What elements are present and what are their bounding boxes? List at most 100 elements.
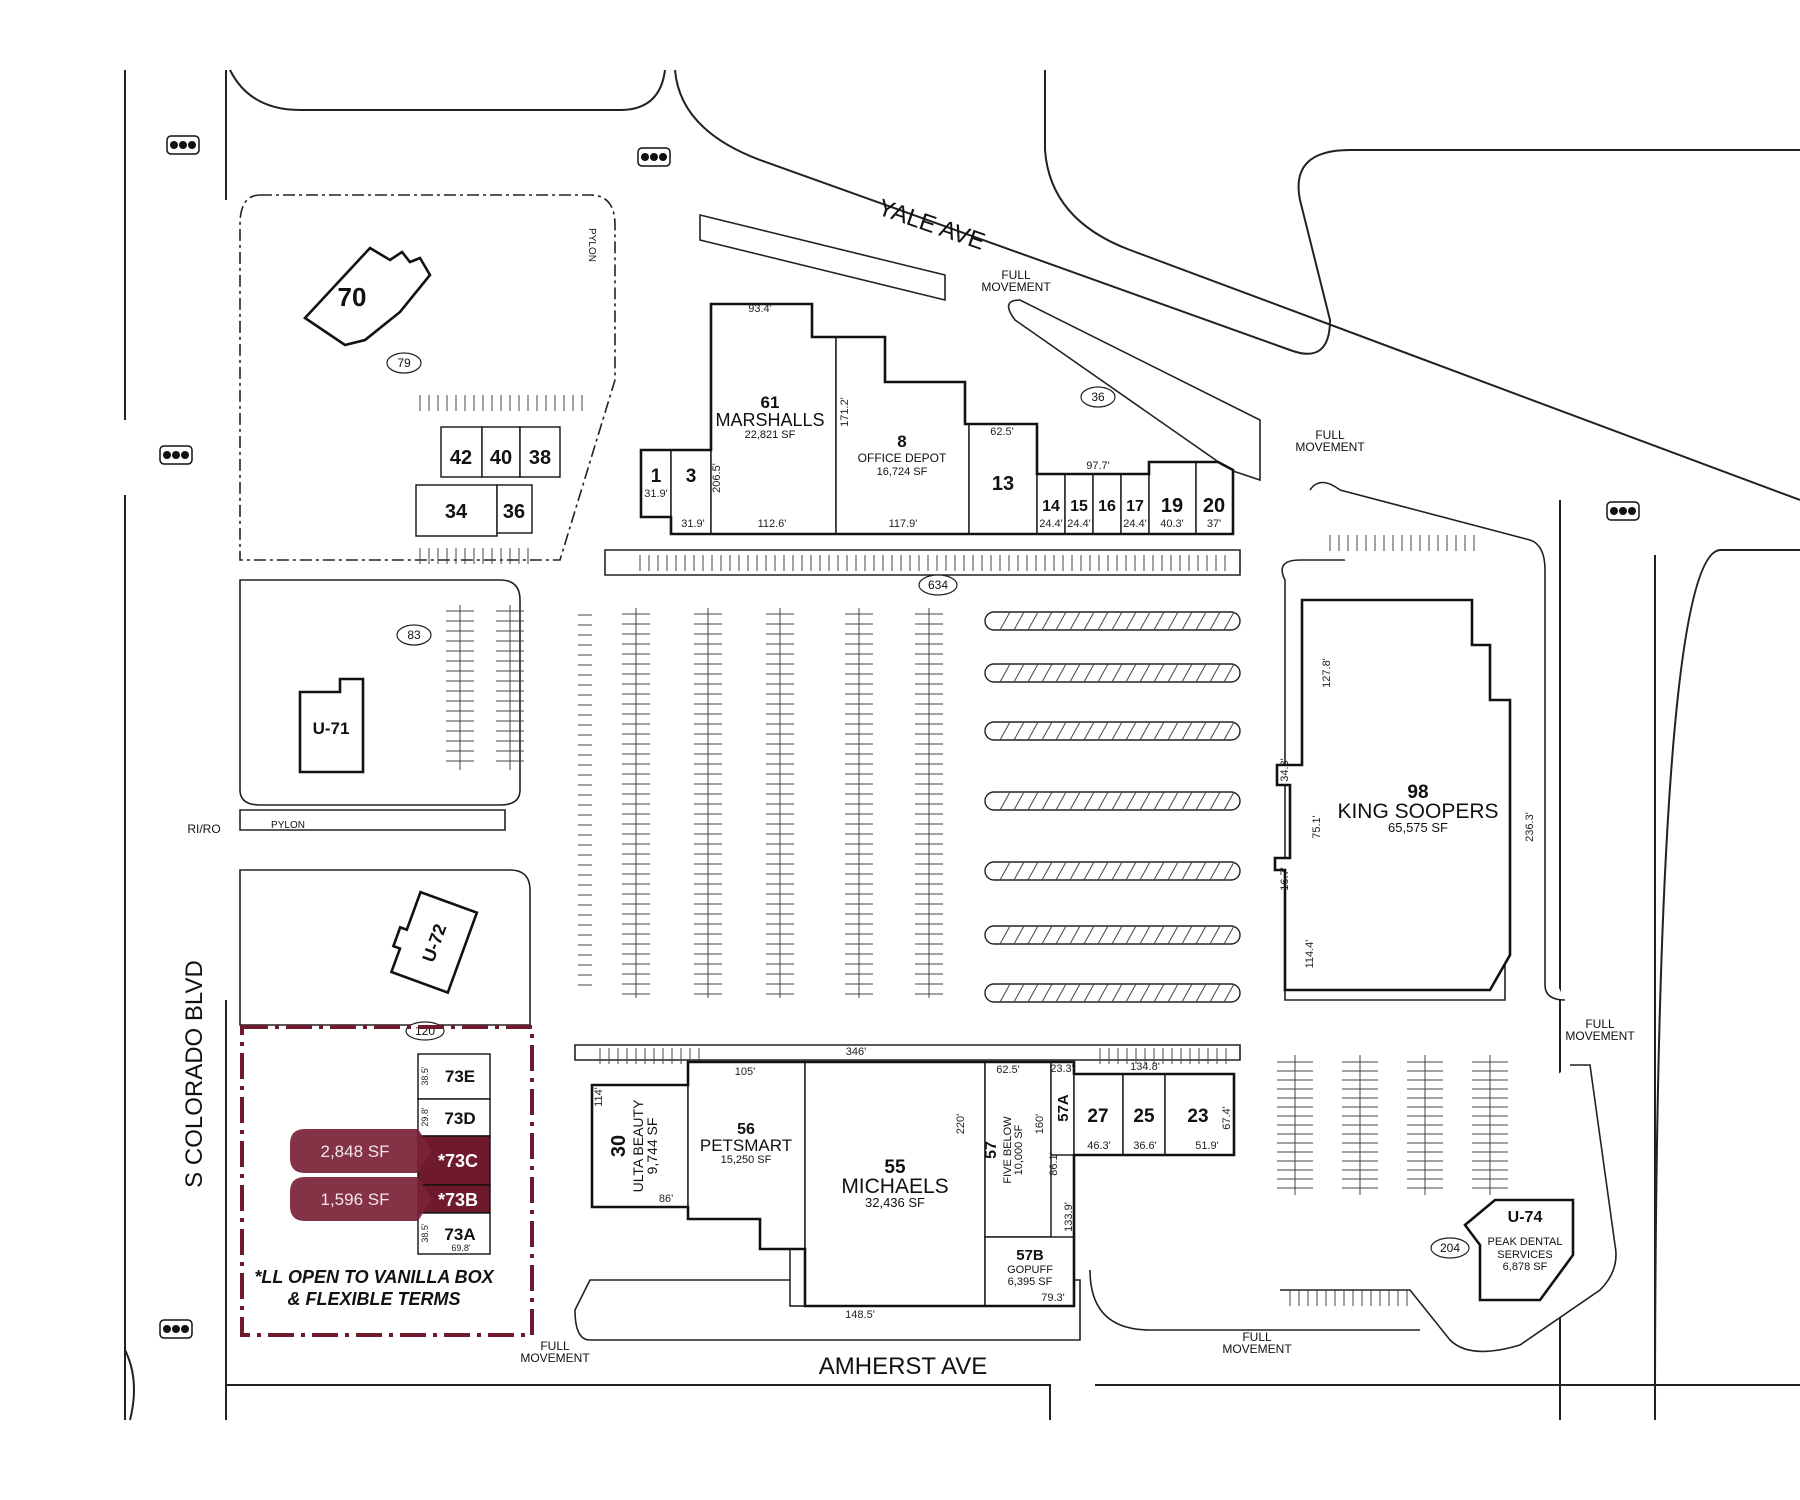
- svg-text:13: 13: [992, 473, 1014, 495]
- unit-73a[interactable]: [417, 1212, 491, 1255]
- unit-73d[interactable]: [417, 1098, 491, 1137]
- traffic-signal-icon: [1606, 501, 1640, 521]
- parking-stall-line: [1027, 925, 1039, 945]
- svg-text:MOVEMENT: MOVEMENT: [1565, 1029, 1635, 1043]
- parking-stall-line: [1167, 721, 1179, 741]
- svg-text:OFFICE DEPOT: OFFICE DEPOT: [858, 451, 947, 465]
- svg-text:15: 15: [1070, 498, 1088, 515]
- traffic-signal-lamp: [179, 141, 187, 149]
- parking-stall-line: [1153, 721, 1165, 741]
- parking-count-ovals: 79 36 634 83 120 204: [386, 352, 1470, 1259]
- parking-stall-line: [1167, 663, 1179, 683]
- parking-stall-line: [1139, 983, 1151, 1003]
- parking-stall-line: [1041, 983, 1053, 1003]
- parking-stall-line: [1223, 721, 1235, 741]
- parking-stall-line: [1125, 721, 1137, 741]
- traffic-signal-lamp: [172, 451, 180, 459]
- parking-stall-line: [1195, 721, 1207, 741]
- svg-text:56: 56: [737, 1121, 755, 1138]
- traffic-signal-lamp: [172, 1325, 180, 1333]
- parking-stall-line: [1125, 791, 1137, 811]
- svg-text:40.3': 40.3': [1160, 518, 1184, 530]
- parking-stall-line: [1069, 861, 1081, 881]
- unit-73c-label: *73C: [438, 1151, 478, 1171]
- svg-text:134.8': 134.8': [1130, 1061, 1160, 1073]
- svg-text:PEAK DENTAL: PEAK DENTAL: [1488, 1236, 1563, 1248]
- svg-text:FULL: FULL: [1001, 268, 1031, 282]
- svg-text:86': 86': [659, 1193, 673, 1205]
- svg-text:204: 204: [1440, 1241, 1460, 1255]
- svg-text:22,821 SF: 22,821 SF: [745, 429, 796, 441]
- parking-stall-line: [1041, 721, 1053, 741]
- parking-stall-line: [1153, 663, 1165, 683]
- unit-73b-label: *73B: [438, 1190, 478, 1210]
- building-dimensions: 93.4' 171.2' 206.5' 31.9' 31.9' 112.6' 1…: [420, 303, 1536, 1321]
- svg-text:24.4': 24.4': [1123, 518, 1147, 530]
- north-strip-center: 1 3 61 MARSHALLS 22,821 SF 8 OFFICE DEPO…: [639, 302, 1235, 536]
- svg-text:61: 61: [761, 393, 780, 412]
- parking-stall-line: [1223, 861, 1235, 881]
- svg-text:79.3': 79.3': [1041, 1292, 1065, 1304]
- available-callout-73c[interactable]: 2,848 SF: [290, 1129, 432, 1173]
- svg-text:38.5': 38.5': [420, 1223, 430, 1243]
- svg-text:112.6': 112.6': [758, 518, 787, 530]
- unit-73c-available[interactable]: [417, 1135, 491, 1186]
- parking-stall-line: [1083, 611, 1095, 631]
- parking-stall-line: [1153, 861, 1165, 881]
- svg-text:17: 17: [1126, 498, 1144, 515]
- parking-stall-line: [1055, 791, 1067, 811]
- traffic-signal-lamp: [188, 141, 196, 149]
- parking-stall-line: [1083, 861, 1095, 881]
- svg-text:36.6': 36.6': [1133, 1140, 1157, 1152]
- traffic-signal-lamp: [659, 153, 667, 161]
- parking-stall-line: [1069, 721, 1081, 741]
- svg-text:1,596 SF: 1,596 SF: [321, 1190, 390, 1209]
- building-u-74: U-74 PEAK DENTAL SERVICES 6,878 SF: [1463, 1198, 1575, 1302]
- svg-text:2,848 SF: 2,848 SF: [321, 1142, 390, 1161]
- svg-text:FULL: FULL: [1585, 1017, 1615, 1031]
- svg-text:36: 36: [503, 501, 525, 523]
- traffic-signal-lamp: [641, 153, 649, 161]
- svg-text:MOVEMENT: MOVEMENT: [1222, 1342, 1292, 1356]
- available-callout-73b[interactable]: 1,596 SF: [290, 1177, 432, 1221]
- parking-stall-line: [1195, 925, 1207, 945]
- traffic-signal-lamp: [1610, 507, 1618, 515]
- svg-text:55: 55: [884, 1157, 906, 1178]
- parking-stall-line: [1097, 663, 1109, 683]
- svg-text:9,744 SF: 9,744 SF: [644, 1118, 660, 1175]
- parking-stall-line: [1041, 663, 1053, 683]
- svg-text:27: 27: [1087, 1106, 1108, 1127]
- parking-stall-line: [1041, 925, 1053, 945]
- building-u-71: U-71: [298, 677, 365, 774]
- svg-text:38.5': 38.5': [420, 1066, 430, 1086]
- parking-stall-line: [1167, 611, 1179, 631]
- svg-text:PYLON: PYLON: [271, 820, 305, 831]
- unit-73e[interactable]: [417, 1053, 491, 1100]
- parking-stall-line: [999, 925, 1011, 945]
- parking-stall-line: [1013, 791, 1025, 811]
- parking-stall-line: [1083, 983, 1095, 1003]
- parking-stall-line: [1069, 925, 1081, 945]
- svg-text:FIVE BELOW: FIVE BELOW: [1002, 1116, 1014, 1184]
- svg-text:25: 25: [1133, 1106, 1155, 1127]
- parking-stall-line: [1139, 861, 1151, 881]
- svg-text:8: 8: [897, 432, 906, 451]
- parking-stall-line: [1013, 861, 1025, 881]
- svg-text:RI/RO: RI/RO: [187, 822, 220, 836]
- svg-text:73D: 73D: [444, 1109, 475, 1128]
- parking-stall-line: [1209, 983, 1221, 1003]
- svg-text:42: 42: [450, 447, 472, 469]
- parking-island: [984, 983, 1241, 1003]
- svg-text:20: 20: [1203, 495, 1225, 517]
- street-yale-ave: YALE AVE: [874, 194, 988, 256]
- parking-stall-line: [1027, 791, 1039, 811]
- parking-stall-line: [1125, 983, 1137, 1003]
- parking-stall-line: [1139, 663, 1151, 683]
- traffic-signal-lamp: [650, 153, 658, 161]
- south-strip-center: 30 ULTA BEAUTY 9,744 SF 56 PETSMART 15,2…: [590, 1060, 1236, 1308]
- parking-stall-line: [1027, 663, 1039, 683]
- svg-text:37': 37': [1207, 518, 1221, 530]
- svg-text:105': 105': [735, 1066, 755, 1078]
- parking-stall-line: [1041, 611, 1053, 631]
- svg-text:133.9': 133.9': [1063, 1202, 1075, 1232]
